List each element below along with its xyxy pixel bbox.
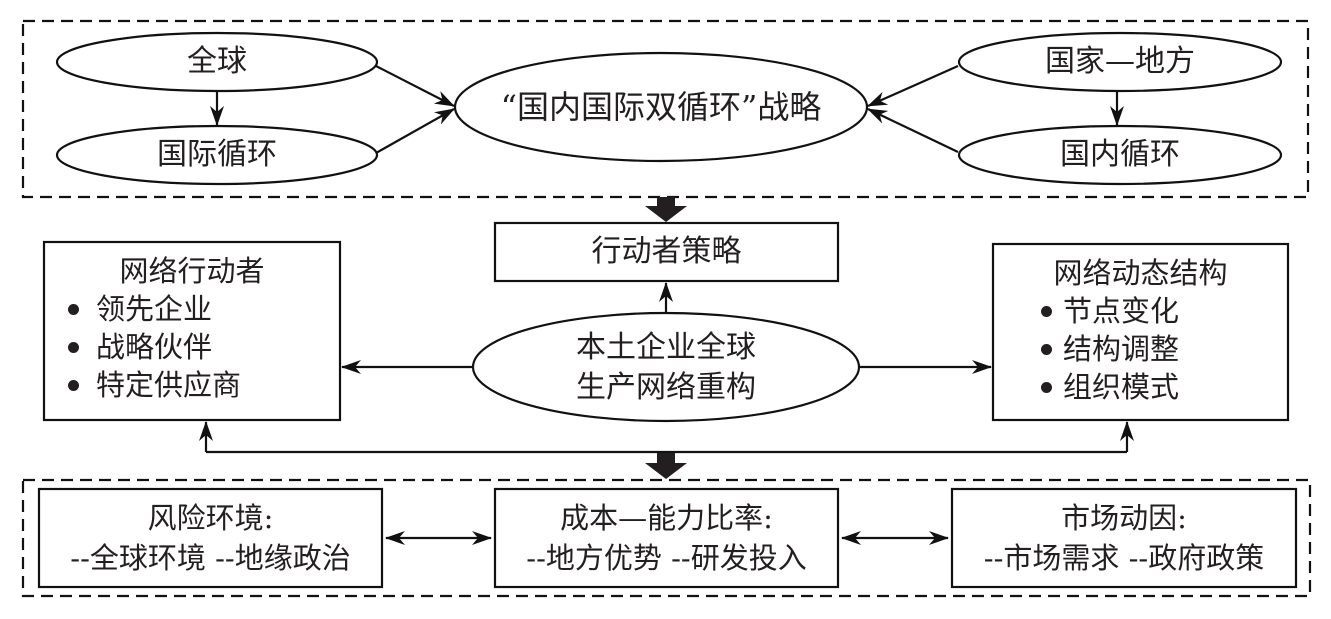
bullet-icon xyxy=(1041,382,1052,393)
arrow-domestic-to-strategy xyxy=(867,108,959,153)
label-global: 全球 xyxy=(187,44,247,79)
factor-risk-detail: --全球环境 --地缘政治 xyxy=(70,541,351,575)
label-intl-circulation: 国际循环 xyxy=(157,137,277,172)
list-item-text: 节点变化 xyxy=(1063,294,1180,328)
factor-cost-detail: --地方优势 --研发投入 xyxy=(526,541,807,575)
list-item: 组织模式 xyxy=(993,368,1288,406)
bullet-icon xyxy=(68,342,79,353)
factor-cost-title: 成本—能力比率: xyxy=(560,501,773,535)
factor-risk-title: 风险环境: xyxy=(147,501,274,535)
network-structure-content: 网络动态结构 节点变化 结构调整 组织模式 xyxy=(993,254,1288,406)
label-core-line1: 本土企业全球 xyxy=(576,330,756,365)
bottom-dashed-group xyxy=(21,478,1312,598)
label-dual-circulation-strategy: “国内国际双循环”战略 xyxy=(500,88,822,126)
factor-market-detail: --市场需求 --政府政策 xyxy=(983,541,1265,575)
list-item: 战略伙伴 xyxy=(44,328,340,366)
actor-strategy-box xyxy=(493,221,840,283)
bullet-icon xyxy=(1041,344,1052,355)
factor-market-content: 市场动因: --市场需求 --政府政策 xyxy=(952,498,1296,578)
label-national-local: 国家—地方 xyxy=(1045,44,1195,79)
factor-box-risk xyxy=(37,487,384,589)
list-item: 结构调整 xyxy=(993,330,1288,368)
arrow-intl-to-strategy xyxy=(375,108,455,154)
ellipse-intl-circulation xyxy=(55,124,379,186)
factor-cost-content: 成本—能力比率: --地方优势 --研发投入 xyxy=(495,498,838,578)
ellipse-domestic-circulation xyxy=(957,124,1283,186)
bullet-icon xyxy=(68,304,79,315)
network-actors-content: 网络行动者 领先企业 战略伙伴 特定供应商 xyxy=(44,252,340,404)
thick-arrow-bottom xyxy=(645,453,687,479)
list-item: 领先企业 xyxy=(44,290,340,328)
ellipse-dual-circulation xyxy=(453,51,869,163)
list-item-text: 战略伙伴 xyxy=(96,330,213,364)
list-item: 特定供应商 xyxy=(44,366,340,404)
network-actors-title: 网络行动者 xyxy=(119,254,265,288)
list-item-text: 结构调整 xyxy=(1063,332,1180,366)
factor-box-market xyxy=(950,487,1298,589)
arrow-global-to-strategy xyxy=(375,65,455,107)
label-domestic-circulation: 国内循环 xyxy=(1060,137,1180,172)
list-item-text: 组织模式 xyxy=(1063,370,1180,404)
bullet-icon xyxy=(1041,306,1052,317)
network-actors-box xyxy=(42,240,342,422)
ellipse-national-local xyxy=(957,31,1283,93)
bullet-icon xyxy=(68,380,79,391)
factor-box-cost xyxy=(493,487,840,589)
list-item-text: 特定供应商 xyxy=(96,368,242,402)
list-item-text: 领先企业 xyxy=(96,292,213,326)
arrow-national-to-strategy xyxy=(867,64,959,108)
thick-arrow-top xyxy=(645,197,687,222)
factor-risk-content: 风险环境: --全球环境 --地缘政治 xyxy=(39,498,382,578)
top-dashed-group xyxy=(21,19,1310,199)
list-item: 节点变化 xyxy=(993,292,1288,330)
factor-market-title: 市场动因: xyxy=(1061,501,1187,535)
label-core-line2: 生产网络重构 xyxy=(576,370,756,405)
label-actor-strategy: 行动者策略 xyxy=(591,234,742,269)
network-structure-title: 网络动态结构 xyxy=(1053,256,1228,290)
